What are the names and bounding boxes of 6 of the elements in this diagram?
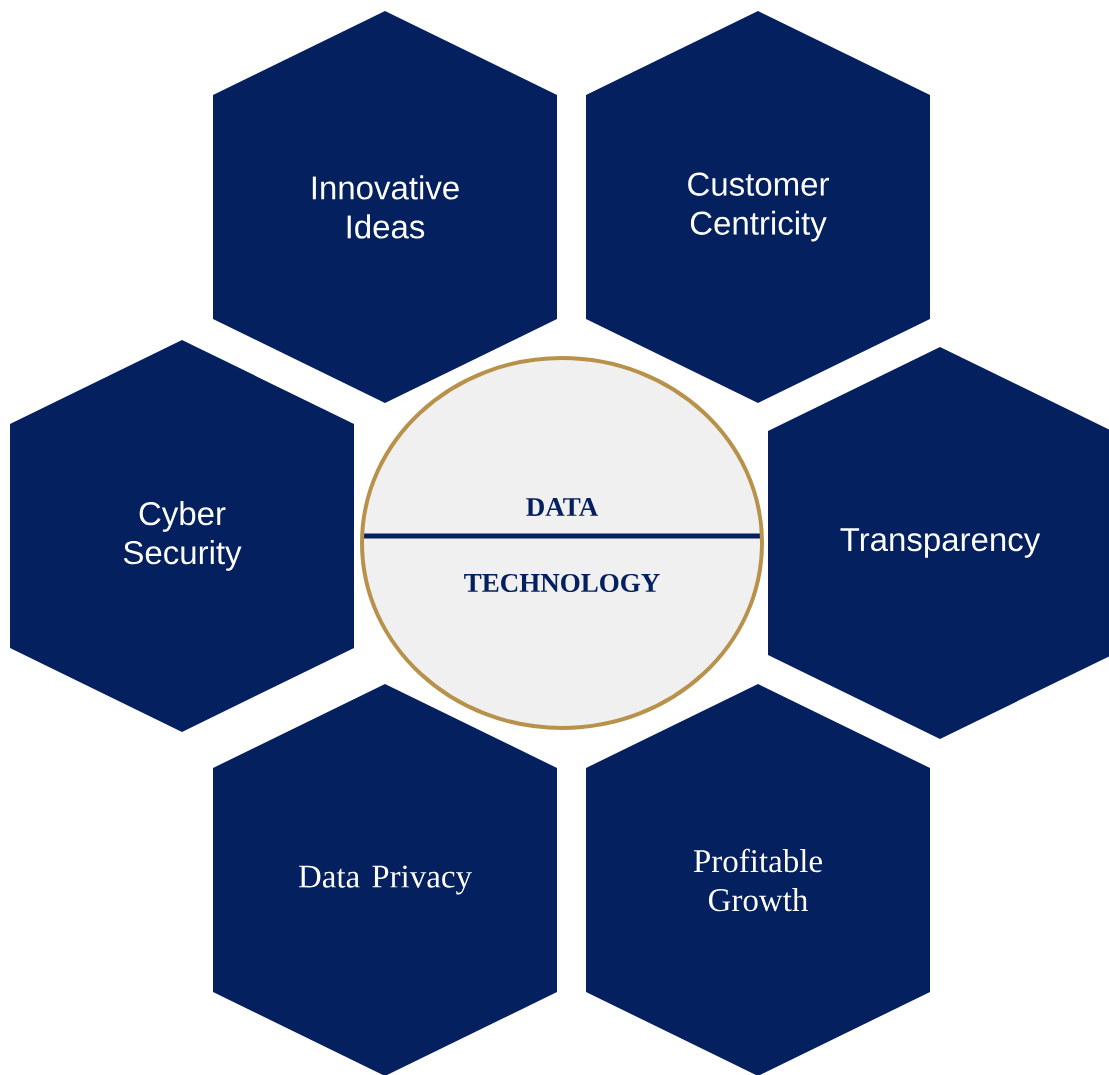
hexagon: Innovative Ideas <box>213 11 557 403</box>
hexagon: Profitable Growth <box>586 684 930 1075</box>
hexagon: Customer Centricity <box>586 11 930 403</box>
hexagon: Transparency <box>768 347 1109 739</box>
hexagon: Data Privacy <box>213 684 557 1075</box>
hexagon: Cyber Security <box>10 340 354 732</box>
